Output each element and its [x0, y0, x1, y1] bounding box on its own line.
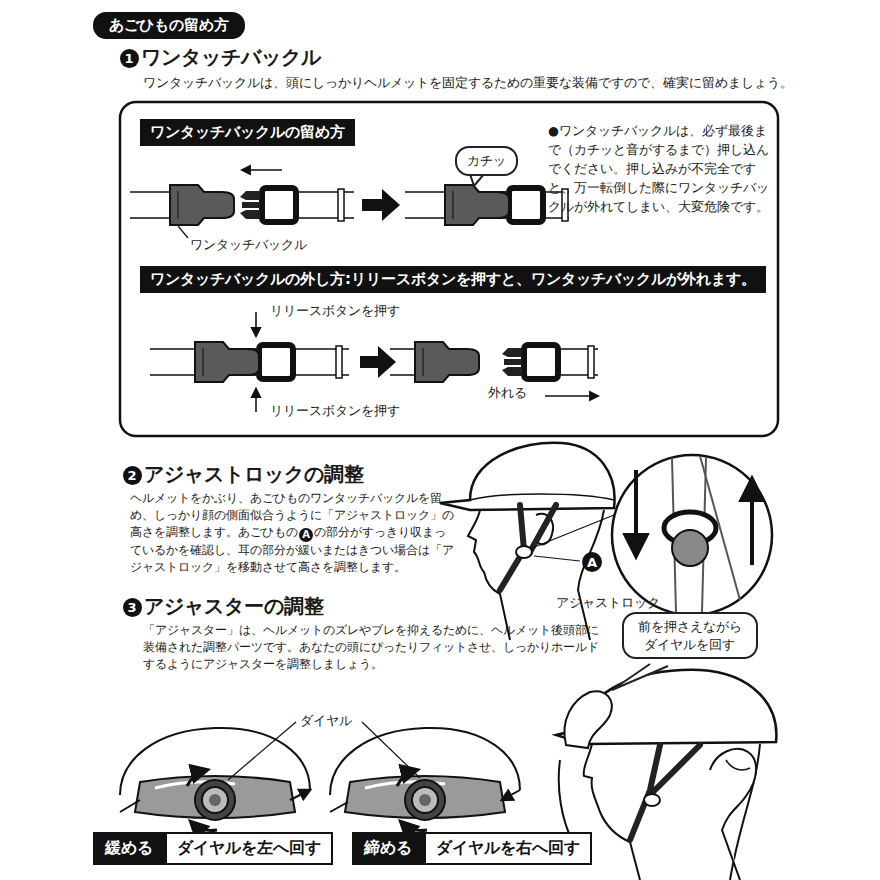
label: ワンタッチバックルは、頭にしっかりヘルメットを固定するための重要な装備ですので、… — [143, 74, 868, 93]
label: 「アジャスター」は、ヘルメットのズレやブレを抑えるために、ヘルメット後頭部に装備… — [143, 622, 605, 673]
label: ダイヤル — [300, 712, 352, 731]
speech-bubble: 前を押さえながら ダイヤルを回す — [622, 612, 758, 659]
section-heading: アジャスターの調整 — [144, 594, 324, 618]
paragraph: ヘルメットをかぶり、あごひものワンタッチバックルを留め、しっかり顔の側面似合うよ… — [130, 490, 455, 576]
section-heading: アジャストロックの調整 — [144, 462, 364, 486]
node-text: ワンタッチバックルの外し方:リリースボタンを押すと、ワンタッチバックルが外れます… — [150, 270, 756, 288]
label: リリースボタンを押す — [270, 402, 400, 421]
speech-bubble: カチッ — [455, 146, 518, 176]
node-text: A — [587, 556, 597, 569]
label: リリースボタンを押す — [270, 302, 400, 321]
node-text: A — [302, 530, 310, 540]
node-text: 1 — [124, 52, 133, 65]
label: アジャストロック — [556, 594, 660, 613]
node-text: 3 — [127, 601, 136, 614]
node-text: 前を押さえながら ダイヤルを回す — [634, 618, 746, 653]
callout-number: 1 — [120, 49, 139, 68]
heading-band: ワンタッチバックルの外し方:リリースボタンを押すと、ワンタッチバックルが外れます… — [140, 266, 766, 293]
callout-number: A — [299, 528, 313, 542]
heading-band: ワンタッチバックルの留め方 — [140, 119, 355, 146]
instruction-box: 緩めるダイヤルを左へ回す — [93, 832, 333, 865]
instruction-box: 締めるダイヤルを右へ回す — [352, 832, 592, 865]
title-tag: あごひもの留め方 — [93, 12, 245, 39]
callout-number: 2 — [123, 466, 142, 485]
node-text: カチッ — [467, 153, 506, 168]
action-text: ダイヤルを右へ回す — [424, 832, 592, 865]
node-text: ワンタッチバックルの留め方 — [150, 123, 345, 141]
callout-number: A — [582, 552, 602, 572]
label: 外れる — [488, 384, 527, 403]
section-heading: ワンタッチバックル — [141, 45, 321, 69]
node-text: 2 — [127, 469, 136, 482]
action-text: ダイヤルを左へ回す — [165, 832, 333, 865]
action-word: 締める — [352, 832, 424, 865]
action-word: 緩める — [93, 832, 165, 865]
callout-number: 3 — [123, 598, 142, 617]
label: ●ワンタッチバックルは、必ず最後まで（カチッと音がするまで）押し込んでください。… — [548, 121, 770, 216]
label: ワンタッチバックル — [190, 236, 307, 255]
